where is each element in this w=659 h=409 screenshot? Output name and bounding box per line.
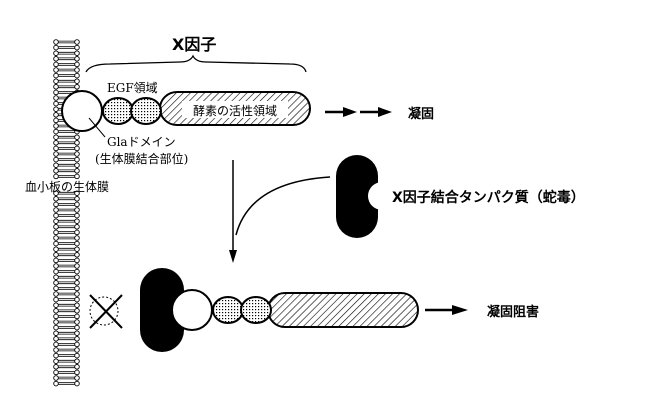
- egf-domain-bottom-2: [240, 296, 272, 324]
- lipid: [53, 369, 80, 376]
- lipid: [53, 67, 80, 73]
- lipid: [53, 78, 80, 84]
- lipid: [53, 324, 80, 331]
- lipid: [53, 212, 80, 219]
- egf-domain-bottom-1: [212, 296, 244, 324]
- lipid: [53, 50, 80, 56]
- lipid: [53, 257, 80, 264]
- lipid: [53, 207, 80, 213]
- lipid: [53, 134, 80, 140]
- lipid: [53, 263, 80, 269]
- gla-domain-label: Glaドメイン: [107, 135, 176, 149]
- lipid: [53, 218, 80, 224]
- factor-x-label: X因子: [172, 35, 216, 54]
- lipid: [53, 151, 80, 157]
- lipid: [53, 330, 80, 336]
- lipid: [53, 358, 80, 364]
- binding-protein-label: X因子結合タンパク質（蛇毒）: [392, 189, 585, 206]
- lipid: [53, 246, 80, 252]
- lipid: [53, 39, 80, 45]
- lipid: [53, 240, 80, 247]
- lipid: [53, 341, 80, 348]
- inhibition-arrow: [425, 305, 468, 315]
- lipid: [53, 224, 80, 230]
- venom-protein-icon: [336, 155, 396, 238]
- lipid: [53, 347, 80, 353]
- lipid: [53, 319, 80, 325]
- lipid: [53, 145, 80, 152]
- binding-arrow: [229, 160, 331, 263]
- lipid: [53, 380, 80, 387]
- lipid: [53, 296, 80, 303]
- lipid: [53, 190, 80, 196]
- platelet-membrane: [53, 39, 80, 387]
- lipid: [53, 268, 80, 275]
- gla-domain-bottom: [171, 289, 213, 331]
- platelet-membrane-label: 血小板の生体膜: [25, 180, 109, 194]
- lipid: [53, 140, 80, 146]
- factor-x-brace: [85, 54, 307, 73]
- lipid: [53, 235, 80, 241]
- gla-pointer-line: [88, 117, 106, 138]
- lipid: [53, 44, 80, 51]
- lipid: [53, 352, 80, 359]
- lipid: [53, 196, 80, 202]
- lipid: [53, 173, 80, 180]
- lipid: [53, 156, 80, 163]
- lipid: [53, 274, 80, 280]
- gla-domain: [61, 90, 103, 132]
- lipid: [53, 375, 80, 381]
- egf-domain-label: EGF領域: [107, 80, 158, 95]
- blocked-binding-icon: [89, 294, 123, 329]
- lipid: [53, 162, 80, 168]
- lipid: [53, 201, 80, 208]
- lipid: [53, 336, 80, 342]
- lipid: [53, 252, 80, 258]
- lipid: [53, 168, 80, 174]
- coagulation-label: 凝固: [408, 106, 434, 122]
- lipid: [53, 308, 80, 314]
- lipid: [53, 72, 80, 79]
- active-domain-label: 酵素の活性領域: [193, 103, 277, 118]
- lipid: [53, 56, 80, 62]
- coagulation-inhibition-label: 凝固阻害: [487, 304, 539, 320]
- egf-domain-2: [130, 97, 162, 125]
- lipid: [53, 285, 80, 292]
- lipid: [53, 313, 80, 320]
- coagulation-arrows: [325, 107, 392, 117]
- lipid: [53, 364, 80, 370]
- lipid: [53, 302, 80, 308]
- egf-domain-1: [102, 97, 134, 125]
- lipid: [53, 280, 80, 286]
- lipid: [53, 61, 80, 68]
- lipid: [53, 84, 80, 90]
- lipid: [53, 229, 80, 236]
- active-domain-bottom: [267, 292, 419, 328]
- lipid: [53, 291, 80, 297]
- membrane-binding-site-label: (生体膜結合部位): [95, 151, 188, 166]
